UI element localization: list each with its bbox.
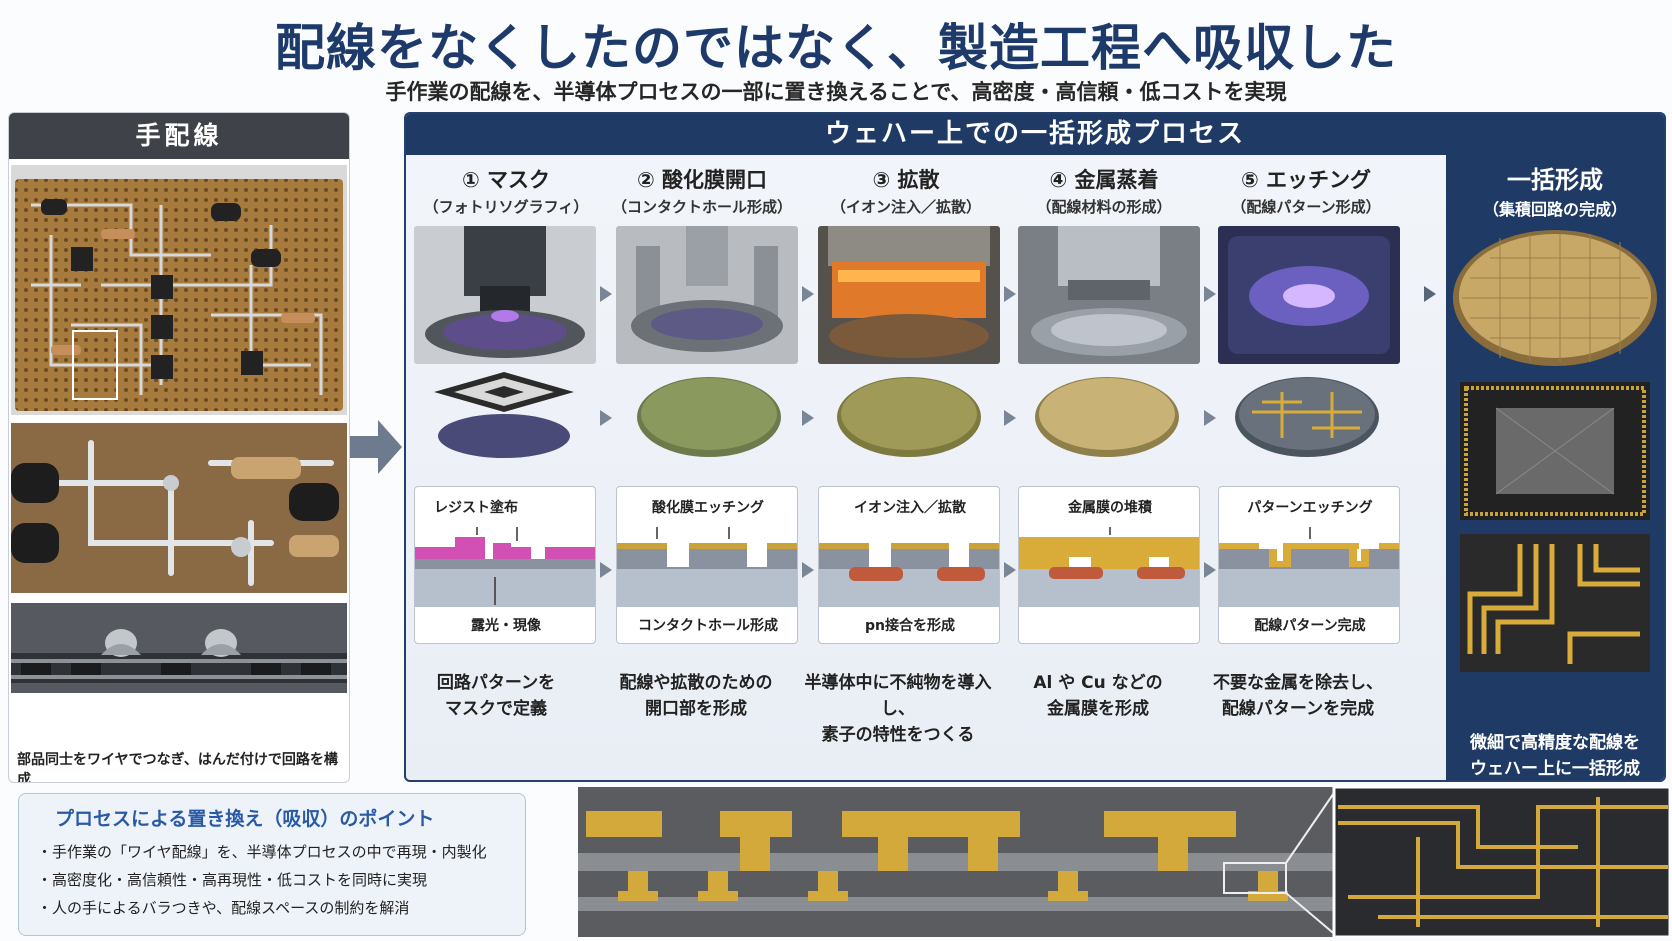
step-4-xsec-label: 金属膜の堆積	[1068, 500, 1152, 516]
solder-cross-section-photo	[11, 603, 347, 693]
arrow-icon	[1004, 410, 1016, 426]
step-3-xsec-label: イオン注入／拡散	[854, 500, 966, 516]
hand-wiring-panel: 手配線	[8, 112, 350, 783]
step-2-description: 配線や拡散のための開口部を形成	[619, 673, 773, 719]
step-1-mask-wafer	[434, 372, 574, 458]
page-title: 配線をなくしたのではなく、製造工程へ吸収した	[275, 19, 1397, 77]
points-box: プロセスによる置き換え（吸収）のポイント 手作業の「ワイヤ配線」を、半導体プロセ…	[18, 793, 526, 936]
step-4-description: Al や Cu などの金属膜を形成	[1033, 673, 1163, 719]
chip-die-image	[1460, 382, 1650, 520]
arrow-icon	[600, 410, 612, 426]
step-1-equipment-photo	[414, 226, 596, 364]
step-3-cross-section: イオン注入／拡散 pn接合を形成	[818, 486, 1000, 644]
step-1-xsec-bottom: 露光・現像	[471, 618, 541, 634]
step-1-subtitle: （フォトリソグラフィ）	[423, 198, 589, 216]
page-subtitle: 手作業の配線を、半導体プロセスの一部に置き換えることで、高密度・高信頼・低コスト…	[385, 80, 1287, 104]
arrow-icon	[802, 562, 814, 578]
arrow-icon	[1424, 286, 1436, 302]
step-2-wafer	[637, 377, 781, 457]
step-5-xsec-label: パターンエッチング	[1247, 500, 1373, 516]
step-4-subtitle: （配線材料の形成）	[1036, 198, 1172, 216]
step-1-description: 回路パターンをマスクで定義	[436, 673, 556, 719]
arrow-icon	[600, 562, 612, 578]
arrow-icon	[1204, 562, 1216, 578]
step-3-wafer	[837, 377, 981, 457]
list-item: 人の手によるバラつきや、配線スペースの制約を解消	[37, 894, 487, 922]
arrow-icon	[802, 286, 814, 302]
step-2-subtitle: （コンタクトホール形成）	[611, 198, 792, 216]
step-1-cross-section: レジスト塗布 露光・現像	[414, 486, 596, 644]
step-3-xsec-bottom: pn接合を形成	[865, 618, 955, 634]
final-column: 一括形成 （集積回路の完成）	[1446, 150, 1664, 780]
final-title: 一括形成	[1507, 166, 1603, 194]
step-5-equipment-photo	[1218, 226, 1400, 364]
process-panel: ウェハー上での一括形成プロセス ① マスク （フォトリソグラフィ） レジスト塗布	[404, 112, 1666, 782]
arrow-icon	[1204, 286, 1216, 302]
hand-wiring-title: 手配線	[9, 113, 349, 159]
step-5-xsec-bottom: 配線パターン完成	[1254, 618, 1366, 634]
list-item: 高密度化・高信頼性・高再現性・低コストを同時に実現	[37, 866, 487, 894]
arrow-icon	[1004, 286, 1016, 302]
step-2-xsec-bottom: コンタクトホール形成	[638, 618, 778, 634]
step-2-cross-section: 酸化膜エッチング コンタクトホール形成	[616, 486, 798, 644]
perfboard-photo	[11, 165, 347, 415]
arrow-icon	[1204, 410, 1216, 426]
fine-wiring-image	[1460, 534, 1650, 672]
interconnect-cross-section-image	[578, 787, 1670, 937]
step-1-xsec-label: レジスト塗布	[434, 500, 518, 516]
step-1-title: ① マスク	[461, 168, 551, 192]
list-item: 手作業の「ワイヤ配線」を、半導体プロセスの中で再現・内製化	[37, 838, 487, 866]
step-4-wafer	[1035, 377, 1179, 457]
wiring-closeup-photo	[11, 423, 347, 593]
step-2-title: ② 酸化膜開口	[636, 168, 768, 192]
step-3-subtitle: （イオン注入／拡散）	[830, 198, 981, 216]
final-description: 微細で高精度な配線をウェハー上に一括形成	[1470, 733, 1640, 779]
arrow-icon	[600, 286, 612, 302]
step-5-cross-section: パターンエッチング 配線パターン完成	[1218, 486, 1400, 644]
step-4-cross-section: 金属膜の堆積	[1018, 486, 1200, 644]
points-list: 手作業の「ワイヤ配線」を、半導体プロセスの中で再現・内製化 高密度化・高信頼性・…	[37, 838, 487, 922]
step-3-description: 半導体中に不純物を導入し、素子の特性をつくる	[804, 673, 992, 745]
step-4-title: ④ 金属蒸着	[1049, 168, 1159, 192]
step-3-equipment-photo	[818, 226, 1000, 364]
arrow-icon	[1004, 562, 1016, 578]
step-2-xsec-label: 酸化膜エッチング	[652, 500, 764, 516]
arrow-icon	[802, 410, 814, 426]
step-5-wafer	[1235, 377, 1379, 457]
step-4-equipment-photo	[1018, 226, 1200, 364]
step-3-title: ③ 拡散	[872, 168, 940, 192]
final-subtitle: （集積回路の完成）	[1482, 200, 1627, 219]
step-5-title: ⑤ エッチング	[1240, 168, 1372, 192]
step-5-description: 不要な金属を除去し、配線パターンを完成	[1213, 673, 1383, 719]
step-5-subtitle: （配線パターン形成）	[1231, 198, 1381, 216]
step-2-equipment-photo	[616, 226, 798, 364]
completed-wafer-image	[1453, 230, 1657, 366]
process-title: ウェハー上での一括形成プロセス	[406, 114, 1664, 155]
points-title: プロセスによる置き換え（吸収）のポイント	[55, 808, 435, 830]
hand-wiring-caption: 部品同士をワイヤでつなぎ、はんだ付けで回路を構成	[17, 752, 338, 783]
big-arrow-icon	[350, 420, 402, 474]
